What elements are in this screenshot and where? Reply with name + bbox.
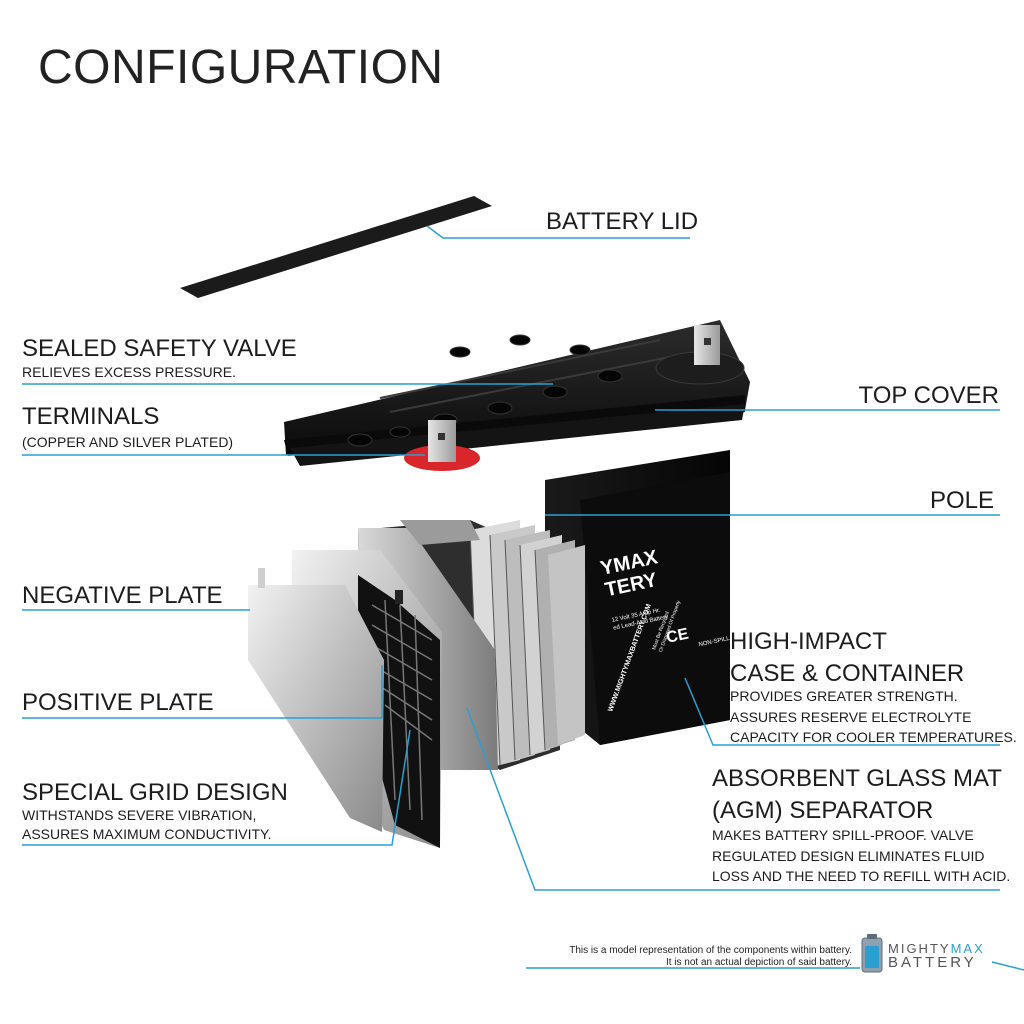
- agm-desc-3: LOSS AND THE NEED TO REFILL WITH ACID.: [712, 868, 1011, 884]
- case-desc-2: ASSURES RESERVE ELECTROLYTE: [730, 709, 972, 725]
- case-desc-1: PROVIDES GREATER STRENGTH.: [730, 688, 958, 704]
- label-case-line-1: HIGH-IMPACT: [730, 628, 887, 655]
- agm-desc-2: REGULATED DESIGN ELIMINATES FLUID: [712, 848, 985, 864]
- label-negative-plate: NEGATIVE PLATE: [22, 582, 223, 609]
- label-sealed-safety-valve: SEALED SAFETY VALVE: [22, 335, 297, 362]
- agm-desc-1: MAKES BATTERY SPILL-PROOF. VALVE: [712, 827, 974, 843]
- battery-logo-icon: [861, 934, 883, 973]
- terminals-desc: (COPPER AND SILVER PLATED): [22, 434, 234, 450]
- label-agm-line-2: (AGM) SEPARATOR: [712, 797, 934, 824]
- brand-logo: MIGHTYMAX BATTERY: [888, 941, 985, 971]
- page-title: CONFIGURATION: [38, 41, 444, 94]
- case-desc-3: CAPACITY FOR COOLER TEMPERATURES.: [730, 729, 1017, 745]
- label-positive-plate: POSITIVE PLATE: [22, 689, 214, 716]
- label-terminals: TERMINALS: [22, 403, 160, 430]
- footer-line-1: This is a model representation of the co…: [569, 945, 852, 956]
- label-top-cover: TOP COVER: [858, 382, 999, 409]
- leader-lines: [22, 225, 1024, 971]
- footer-line-2: It is not an actual depiction of said ba…: [665, 957, 852, 968]
- grid-pattern: [371, 599, 433, 821]
- sealed-safety-valve-desc: RELIEVES EXCESS PRESSURE.: [22, 364, 236, 380]
- negative-terminal: [694, 325, 720, 365]
- label-battery-lid: BATTERY LID: [546, 208, 699, 235]
- label-case-line-2: CASE & CONTAINER: [730, 660, 965, 687]
- logo-word-max: MAX: [950, 941, 985, 956]
- grid-design-desc-2: ASSURES MAXIMUM CONDUCTIVITY.: [22, 826, 272, 842]
- logo-word-battery: BATTERY: [888, 954, 977, 971]
- positive-terminal: [404, 420, 480, 471]
- label-agm-line-1: ABSORBENT GLASS MAT: [712, 765, 1002, 792]
- top-cover: [284, 320, 750, 466]
- label-pole: POLE: [929, 487, 994, 514]
- svg-text:CE: CE: [665, 625, 691, 646]
- front-plate: [248, 585, 384, 832]
- logo-word-mighty: MIGHTY: [888, 941, 951, 956]
- footer-disclaimer: This is a model representation of the co…: [569, 945, 852, 969]
- battery-lid: [180, 196, 492, 298]
- label-special-grid-design: SPECIAL GRID DESIGN: [22, 779, 288, 806]
- grid-design-desc-1: WITHSTANDS SEVERE VIBRATION,: [22, 807, 257, 823]
